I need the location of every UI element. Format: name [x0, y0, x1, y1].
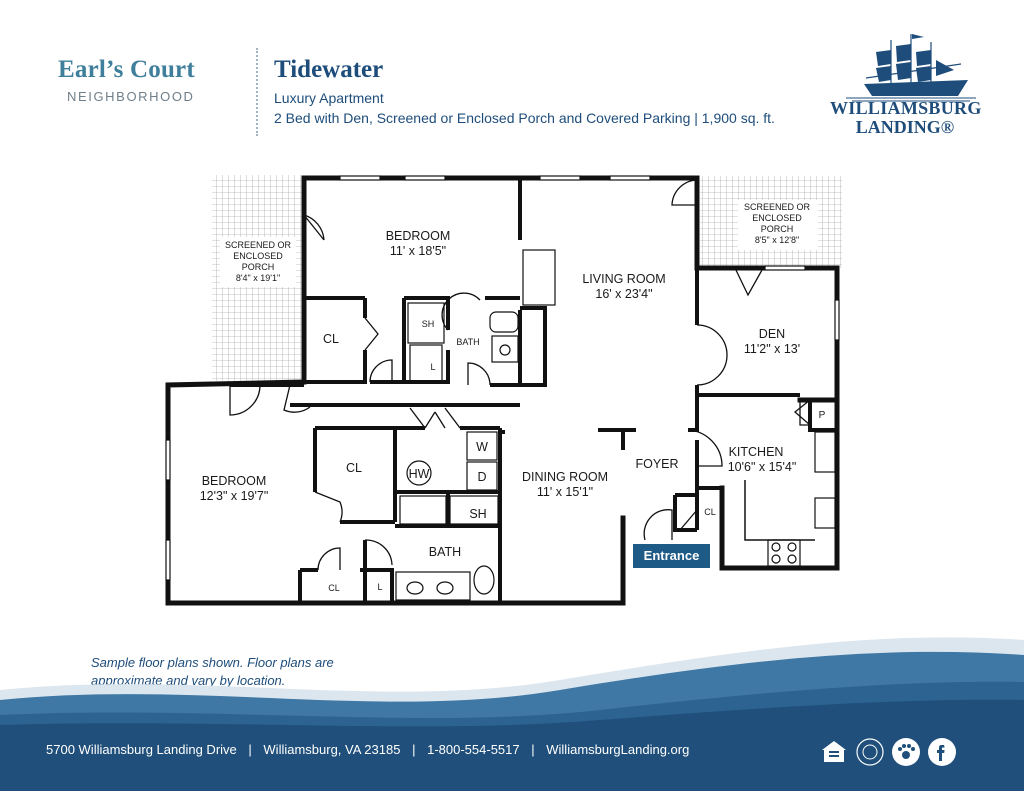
living-room-dims: 16' x 23'4" [595, 287, 652, 301]
footer-separator: | [248, 742, 252, 757]
porch-left-label-3: PORCH [242, 262, 275, 272]
tall-ship-icon [846, 34, 976, 102]
porch-right-dims: 8'5" x 12'8" [755, 235, 799, 245]
linen-label: L [430, 362, 435, 372]
shower-label: SH [422, 319, 435, 329]
logo-text-line2: LANDING® [855, 117, 955, 137]
neighborhood-label: NEIGHBORHOOD [67, 89, 195, 104]
porch-right-label-2: ENCLOSED [752, 213, 802, 223]
footer-icons [822, 738, 956, 766]
header-divider [256, 48, 258, 136]
porch-right-label-1: SCREENED OR [744, 202, 811, 212]
den-dims: 11'2" x 13' [744, 342, 800, 356]
facebook-icon[interactable] [928, 738, 956, 766]
den-label: DEN [759, 327, 785, 341]
dryer-label: D [477, 470, 486, 484]
paw-icon[interactable] [892, 738, 920, 766]
bedroom-top-dims: 11' x 18'5" [390, 244, 446, 258]
dining-room-label: DINING ROOM [522, 470, 608, 484]
footer-contact: 5700 Williamsburg Landing Drive | Willia… [46, 742, 689, 757]
porch-left-dims: 8'4" x 19'1" [236, 273, 280, 283]
shower-label: SH [469, 507, 486, 521]
logo-text-line1: WILLIAMSBURG [830, 98, 982, 118]
porch-right-label-3: PORCH [761, 224, 794, 234]
footer-website[interactable]: WilliamsburgLanding.org [546, 742, 690, 757]
bedroom-left-label: BEDROOM [202, 474, 267, 488]
plan-name: Tidewater [274, 56, 384, 83]
washer-label: W [476, 440, 488, 454]
footer-wave [0, 637, 1024, 791]
water-heater-label: HW [409, 467, 430, 481]
porch-left-label-1: SCREENED OR [225, 240, 292, 250]
plan-description: 2 Bed with Den, Screened or Enclosed Por… [274, 110, 775, 126]
bath-bottom-label: BATH [429, 545, 461, 559]
floor-plan: SCREENED OR ENCLOSED PORCH 8'4" x 19'1" … [165, 175, 842, 606]
neighborhood-name: Earl’s Court [58, 56, 195, 83]
foyer-label: FOYER [635, 457, 678, 471]
footer-city: Williamsburg, VA 23185 [263, 742, 401, 757]
bath-top-label: BATH [456, 337, 479, 347]
equal-housing-icon [822, 741, 846, 762]
footer-separator: | [531, 742, 535, 757]
closet-label: CL [328, 583, 340, 593]
closet-label: CL [704, 507, 716, 517]
footer-address: 5700 Williamsburg Landing Drive [46, 742, 237, 757]
linen-label: L [377, 582, 382, 592]
dining-room-dims: 11' x 15'1" [537, 485, 593, 499]
footer-phone[interactable]: 1-800-554-5517 [427, 742, 520, 757]
bedroom-left-dims: 12'3" x 19'7" [200, 489, 269, 503]
closet-label: CL [323, 332, 339, 346]
kitchen-label: KITCHEN [729, 445, 784, 459]
living-room-label: LIVING ROOM [582, 272, 665, 286]
closet-label: CL [346, 461, 362, 475]
entrance-badge: Entrance [633, 544, 710, 568]
porch-left-label-2: ENCLOSED [233, 251, 283, 261]
kitchen-dims: 10'6" x 15'4" [728, 460, 797, 474]
footer-separator: | [412, 742, 416, 757]
pantry-label: P [819, 410, 826, 421]
plan-type: Luxury Apartment [274, 90, 384, 106]
carf-icon [856, 738, 884, 766]
bedroom-top-label: BEDROOM [386, 229, 451, 243]
